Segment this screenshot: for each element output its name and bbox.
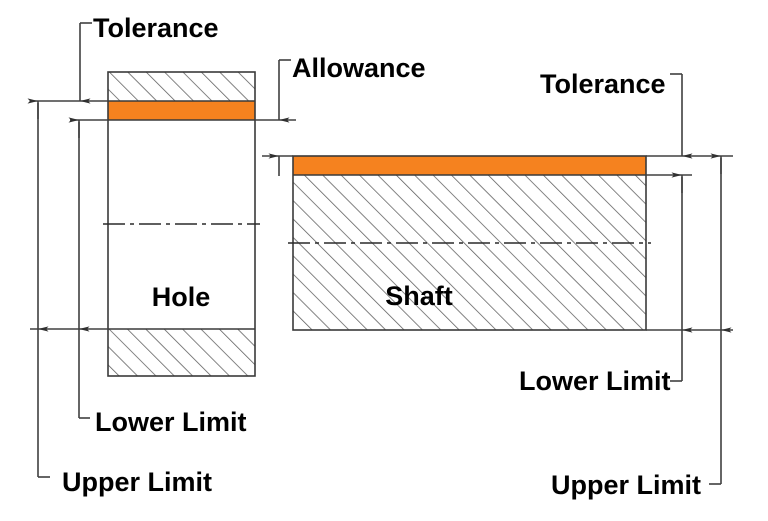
shaft-lower-limit-dimension	[670, 172, 693, 382]
shaft-upper-limit-label: Upper Limit	[551, 470, 701, 500]
shaft-upper-limit-dimension	[709, 153, 732, 485]
hole-tolerance-dimension	[79, 22, 92, 104]
allowance-dimension	[262, 59, 293, 176]
hole-part-label: Hole	[152, 282, 211, 312]
shaft-body	[288, 155, 651, 331]
shaft-tolerance-band	[293, 156, 646, 175]
shaft-lower-limit-label: Lower Limit	[519, 366, 671, 396]
shaft-tolerance-label: Tolerance	[540, 69, 666, 99]
hole-body	[103, 71, 260, 377]
hole-upper-limit-dimension	[27, 98, 50, 478]
shaft-hatch	[293, 175, 646, 330]
hole-lower-hatch	[108, 329, 255, 376]
hole-tolerance-label: Tolerance	[93, 13, 219, 43]
hole-upper-limit-label: Upper Limit	[62, 467, 212, 497]
hole-upper-hatch	[108, 72, 255, 101]
hole-tolerance-band	[108, 101, 255, 120]
allowance-label: Allowance	[292, 53, 426, 83]
shaft-part-label: Shaft	[385, 281, 453, 311]
hole-lower-limit-dimension	[68, 117, 90, 419]
hole-lower-limit-label: Lower Limit	[95, 407, 247, 437]
shaft-extension-lines	[646, 155, 733, 331]
shaft-tolerance-dimension	[670, 73, 693, 159]
